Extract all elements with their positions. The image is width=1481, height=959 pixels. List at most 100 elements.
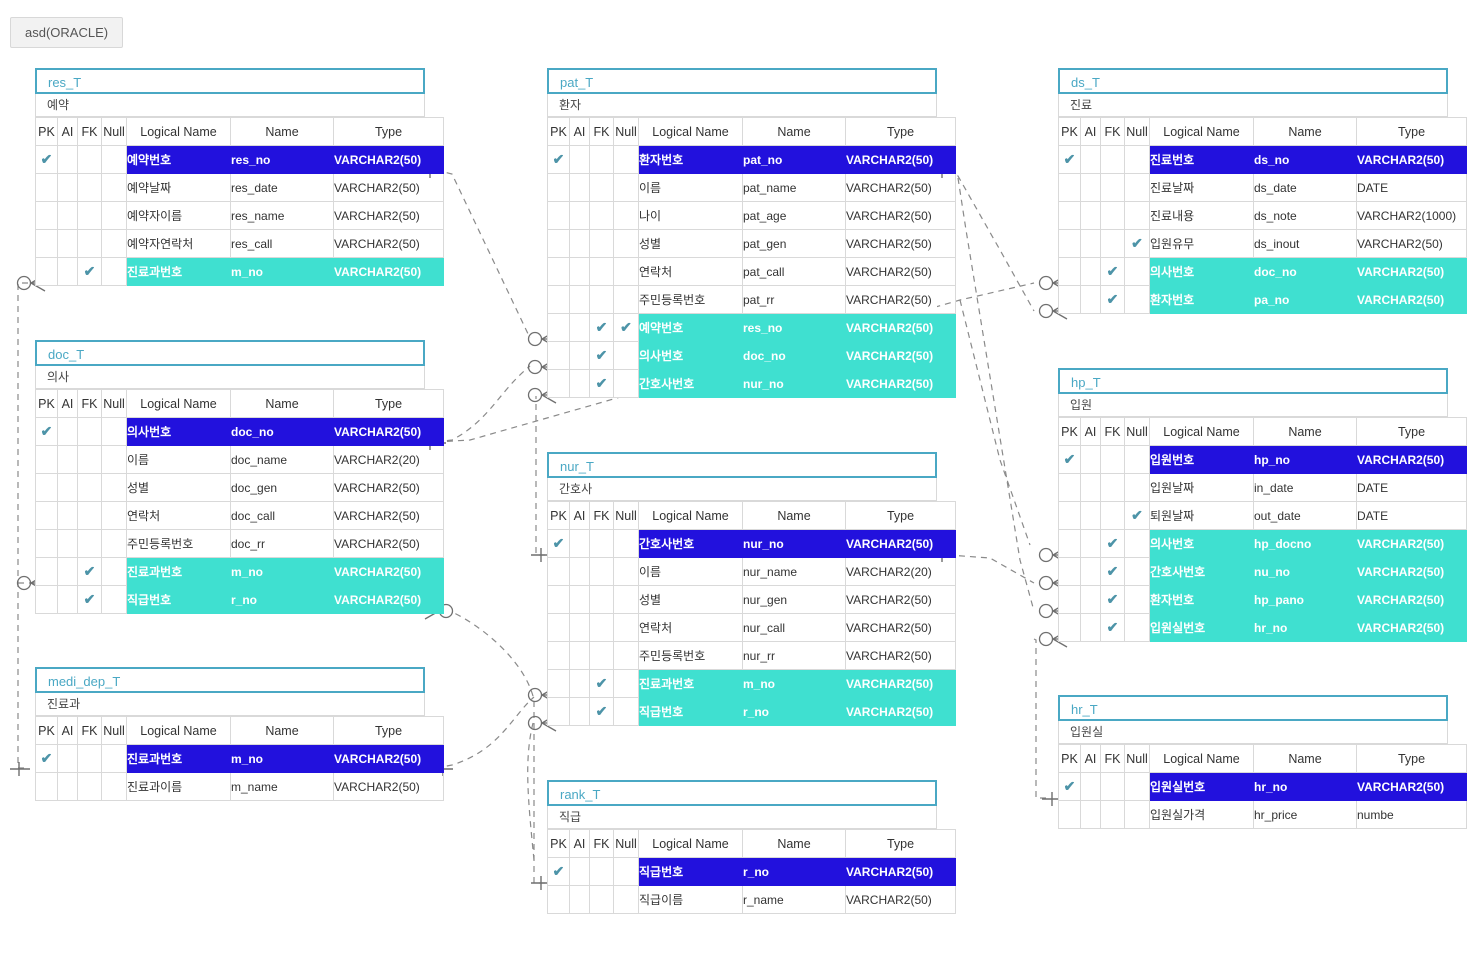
null-check-cell[interactable] [613, 201, 639, 230]
entity-logical-name-pat_T[interactable]: 환자 [547, 94, 937, 117]
column-physical-name[interactable]: m_name [230, 772, 334, 801]
entity-name-rank_T[interactable]: rank_T [547, 780, 937, 806]
pk-check-cell[interactable] [1058, 800, 1081, 829]
column-logical-name[interactable]: 성별 [638, 229, 743, 258]
column-logical-name[interactable]: 환자번호 [1149, 285, 1254, 314]
null-check-cell[interactable] [101, 229, 127, 258]
ai-check-cell[interactable] [57, 445, 78, 474]
column-type[interactable]: VARCHAR2(50) [333, 744, 444, 773]
column-logical-name[interactable]: 예약번호 [126, 145, 231, 174]
fk-check-cell[interactable] [589, 341, 614, 370]
column-type[interactable]: VARCHAR2(50) [845, 669, 956, 698]
column-physical-name[interactable]: res_no [230, 145, 334, 174]
column-type[interactable]: VARCHAR2(50) [845, 201, 956, 230]
column-physical-name[interactable]: r_name [742, 885, 846, 914]
column-type[interactable]: VARCHAR2(50) [845, 257, 956, 286]
column-physical-name[interactable]: hp_no [1253, 445, 1357, 474]
column-physical-name[interactable]: pat_no [742, 145, 846, 174]
entity-logical-name-hr_T[interactable]: 입원실 [1058, 721, 1448, 744]
column-logical-name[interactable]: 간호사번호 [638, 529, 743, 558]
null-check-cell[interactable] [101, 417, 127, 446]
fk-check-cell[interactable] [77, 557, 102, 586]
fk-check-cell[interactable] [589, 613, 614, 642]
null-check-cell[interactable] [1124, 613, 1150, 642]
pk-check-cell[interactable] [1058, 557, 1081, 586]
null-check-cell[interactable] [1124, 201, 1150, 230]
column-physical-name[interactable]: nur_name [742, 557, 846, 586]
null-check-cell[interactable] [101, 744, 127, 773]
column-logical-name[interactable]: 환자번호 [1149, 585, 1254, 614]
null-check-cell[interactable] [101, 501, 127, 530]
fk-check-cell[interactable] [1100, 585, 1125, 614]
fk-check-cell[interactable] [1100, 173, 1125, 202]
fk-check-cell[interactable] [1100, 257, 1125, 286]
column-logical-name[interactable]: 입원실번호 [1149, 772, 1254, 801]
entity-logical-name-rank_T[interactable]: 직급 [547, 806, 937, 829]
fk-check-cell[interactable] [589, 229, 614, 258]
entity-logical-name-ds_T[interactable]: 진료 [1058, 94, 1448, 117]
column-type[interactable]: VARCHAR2(50) [845, 313, 956, 342]
column-physical-name[interactable]: pat_name [742, 173, 846, 202]
ai-check-cell[interactable] [57, 145, 78, 174]
column-type[interactable]: VARCHAR2(50) [333, 257, 444, 286]
ai-check-cell[interactable] [569, 529, 590, 558]
column-type[interactable]: VARCHAR2(50) [333, 145, 444, 174]
pk-check-cell[interactable] [547, 145, 570, 174]
fk-check-cell[interactable] [589, 641, 614, 670]
pk-check-cell[interactable] [35, 772, 58, 801]
pk-check-cell[interactable] [1058, 145, 1081, 174]
pk-check-cell[interactable] [547, 669, 570, 698]
null-check-cell[interactable] [101, 145, 127, 174]
column-type[interactable]: VARCHAR2(50) [1356, 529, 1467, 558]
column-logical-name[interactable]: 진료과번호 [126, 257, 231, 286]
fk-check-cell[interactable] [589, 145, 614, 174]
ai-check-cell[interactable] [569, 201, 590, 230]
null-check-cell[interactable] [101, 173, 127, 202]
column-type[interactable]: VARCHAR2(50) [845, 641, 956, 670]
null-check-cell[interactable] [613, 613, 639, 642]
null-check-cell[interactable] [613, 697, 639, 726]
fk-check-cell[interactable] [589, 257, 614, 286]
column-logical-name[interactable]: 성별 [126, 473, 231, 502]
ai-check-cell[interactable] [1080, 145, 1101, 174]
fk-check-cell[interactable] [589, 669, 614, 698]
column-physical-name[interactable]: hr_no [1253, 772, 1357, 801]
pk-check-cell[interactable] [1058, 529, 1081, 558]
entity-name-nur_T[interactable]: nur_T [547, 452, 937, 478]
column-type[interactable]: VARCHAR2(20) [845, 557, 956, 586]
ai-check-cell[interactable] [569, 341, 590, 370]
pk-check-cell[interactable] [547, 885, 570, 914]
column-type[interactable]: VARCHAR2(50) [333, 501, 444, 530]
null-check-cell[interactable] [1124, 772, 1150, 801]
pk-check-cell[interactable] [35, 473, 58, 502]
column-logical-name[interactable]: 직급이름 [638, 885, 743, 914]
pk-check-cell[interactable] [1058, 257, 1081, 286]
column-type[interactable]: VARCHAR2(50) [333, 529, 444, 558]
column-physical-name[interactable]: pat_gen [742, 229, 846, 258]
ai-check-cell[interactable] [57, 585, 78, 614]
column-type[interactable]: DATE [1356, 173, 1467, 202]
fk-check-cell[interactable] [1100, 445, 1125, 474]
ai-check-cell[interactable] [1080, 285, 1101, 314]
fk-check-cell[interactable] [1100, 501, 1125, 530]
entity-name-hr_T[interactable]: hr_T [1058, 695, 1448, 721]
fk-check-cell[interactable] [589, 697, 614, 726]
column-type[interactable]: VARCHAR2(50) [333, 473, 444, 502]
pk-check-cell[interactable] [1058, 201, 1081, 230]
column-physical-name[interactable]: m_no [230, 257, 334, 286]
ai-check-cell[interactable] [57, 173, 78, 202]
column-logical-name[interactable]: 진료과이름 [126, 772, 231, 801]
